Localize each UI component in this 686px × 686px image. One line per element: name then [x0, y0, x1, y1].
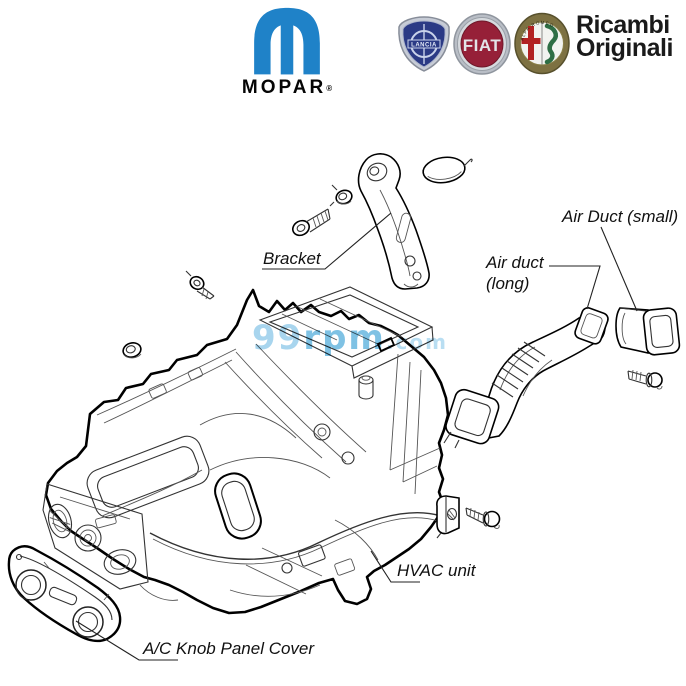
air-duct-long-drawing [443, 307, 609, 449]
watermark-com: .com [385, 330, 448, 354]
mopar-wordmark: MOPAR® [241, 77, 333, 98]
label-ac-knob-panel-cover: A/C Knob Panel Cover [75, 620, 315, 661]
screw-upper-left-drawing [185, 270, 215, 300]
air-duct-small-label: Air Duct (small) [561, 207, 678, 226]
watermark-rpm: rpm [303, 318, 386, 358]
tagline: Ricambi Originali [576, 11, 673, 62]
air-duct-small-leader-line [600, 226, 638, 312]
fiat-badge-icon: FIAT [453, 13, 511, 75]
mopar-logo: MOPAR® [226, 4, 348, 99]
hvac-unit-label: HVAC unit [397, 561, 477, 580]
hvac-unit-leader-line [370, 550, 420, 583]
oval-cap-drawing [422, 156, 473, 184]
tagline-line2: Originali [576, 34, 673, 62]
alfa-romeo-badge-icon: ALFA ROMEO [514, 12, 570, 75]
fiat-badge-text: FIAT [463, 36, 502, 55]
screw-right-drawing [627, 369, 663, 390]
air-duct-long-leader-line [549, 265, 601, 310]
hvac-unit-drawing [42, 286, 450, 615]
bracket-label: Bracket [263, 249, 322, 268]
nut-small-drawing [331, 184, 353, 205]
bracket-drawing [357, 153, 430, 290]
bracket-leader-line [262, 212, 392, 270]
nut-left-drawing [122, 342, 142, 359]
watermark-99: 99 [252, 318, 304, 358]
label-hvac-unit: HVAC unit [370, 550, 477, 583]
lancia-badge-text: LANCIA [411, 43, 437, 49]
ac-knob-panel-cover-drawing [7, 545, 122, 643]
bolt-drawing [292, 201, 335, 237]
mopar-m-icon [254, 7, 320, 75]
watermark: 99rpm.com [252, 318, 448, 358]
label-air-duct-small: Air Duct (small) [561, 207, 678, 312]
lancia-badge-icon: LANCIA [398, 16, 450, 72]
ac-knob-panel-cover-label: A/C Knob Panel Cover [142, 639, 315, 658]
header: MOPAR® LANCIA FIAT ALFA ROMEO Ricambi Or… [0, 0, 686, 112]
clip-screw-drawing [465, 507, 501, 529]
tagline-line1: Ricambi [576, 11, 670, 39]
label-air-duct-long: Air duct (long) [485, 253, 601, 310]
clip-bracket-drawing [436, 495, 460, 539]
ac-knob-panel-cover-leader-line [75, 620, 178, 661]
air-duct-long-label-line1: Air duct [485, 253, 545, 272]
air-duct-small-drawing [615, 307, 681, 356]
air-duct-long-label-line2: (long) [486, 274, 529, 293]
label-bracket: Bracket [262, 212, 392, 270]
